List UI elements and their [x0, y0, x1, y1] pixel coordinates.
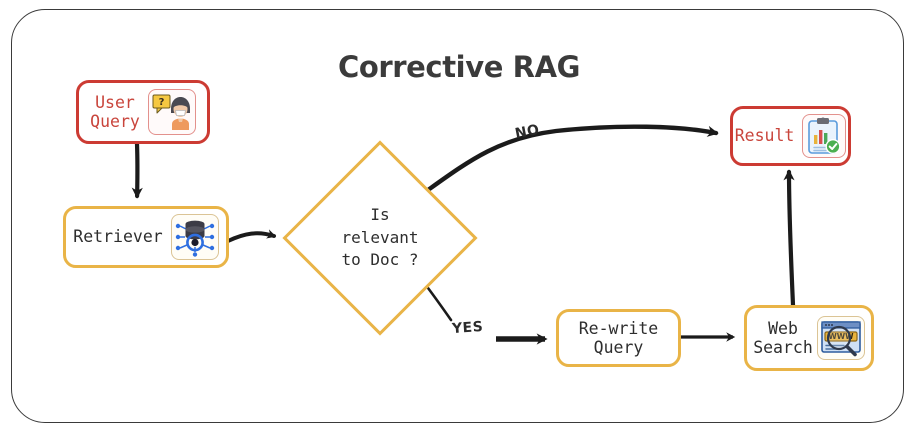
edge-diamond-to-result-no: [425, 124, 719, 193]
edge-diamond-yes-leader: [426, 286, 453, 322]
node-is-relevant[interactable]: Is relevant to Doc ?: [282, 140, 478, 336]
edge-retriever-to-diamond: [226, 229, 277, 243]
node-retriever[interactable]: Retriever: [63, 206, 229, 268]
node-user-query-label: User Query: [90, 92, 140, 131]
edge-websearch-to-result: [783, 169, 796, 308]
user-question-icon: ?: [147, 89, 196, 135]
diagram-title: Corrective RAG: [337, 50, 581, 84]
vector-database-icon: [170, 214, 219, 260]
diamond-shape: [282, 140, 478, 336]
node-result[interactable]: Result: [730, 106, 851, 166]
svg-text:?: ?: [158, 97, 164, 108]
node-web-search-label: Web Search: [753, 318, 813, 357]
node-web-search[interactable]: Web Search WWW: [744, 305, 874, 371]
node-retriever-label: Retriever: [73, 227, 163, 247]
edge-label-yes: YES: [451, 318, 484, 338]
clipboard-chart-check-icon: [802, 114, 847, 158]
web-search-icon: WWW: [816, 316, 865, 360]
node-re-write-query[interactable]: Re-write Query: [556, 309, 681, 367]
svg-text:WWW: WWW: [828, 332, 854, 341]
node-re-write-query-label: Re-write Query: [578, 318, 659, 357]
node-user-query[interactable]: User Query ?: [76, 80, 210, 144]
node-result-label: Result: [734, 126, 795, 146]
